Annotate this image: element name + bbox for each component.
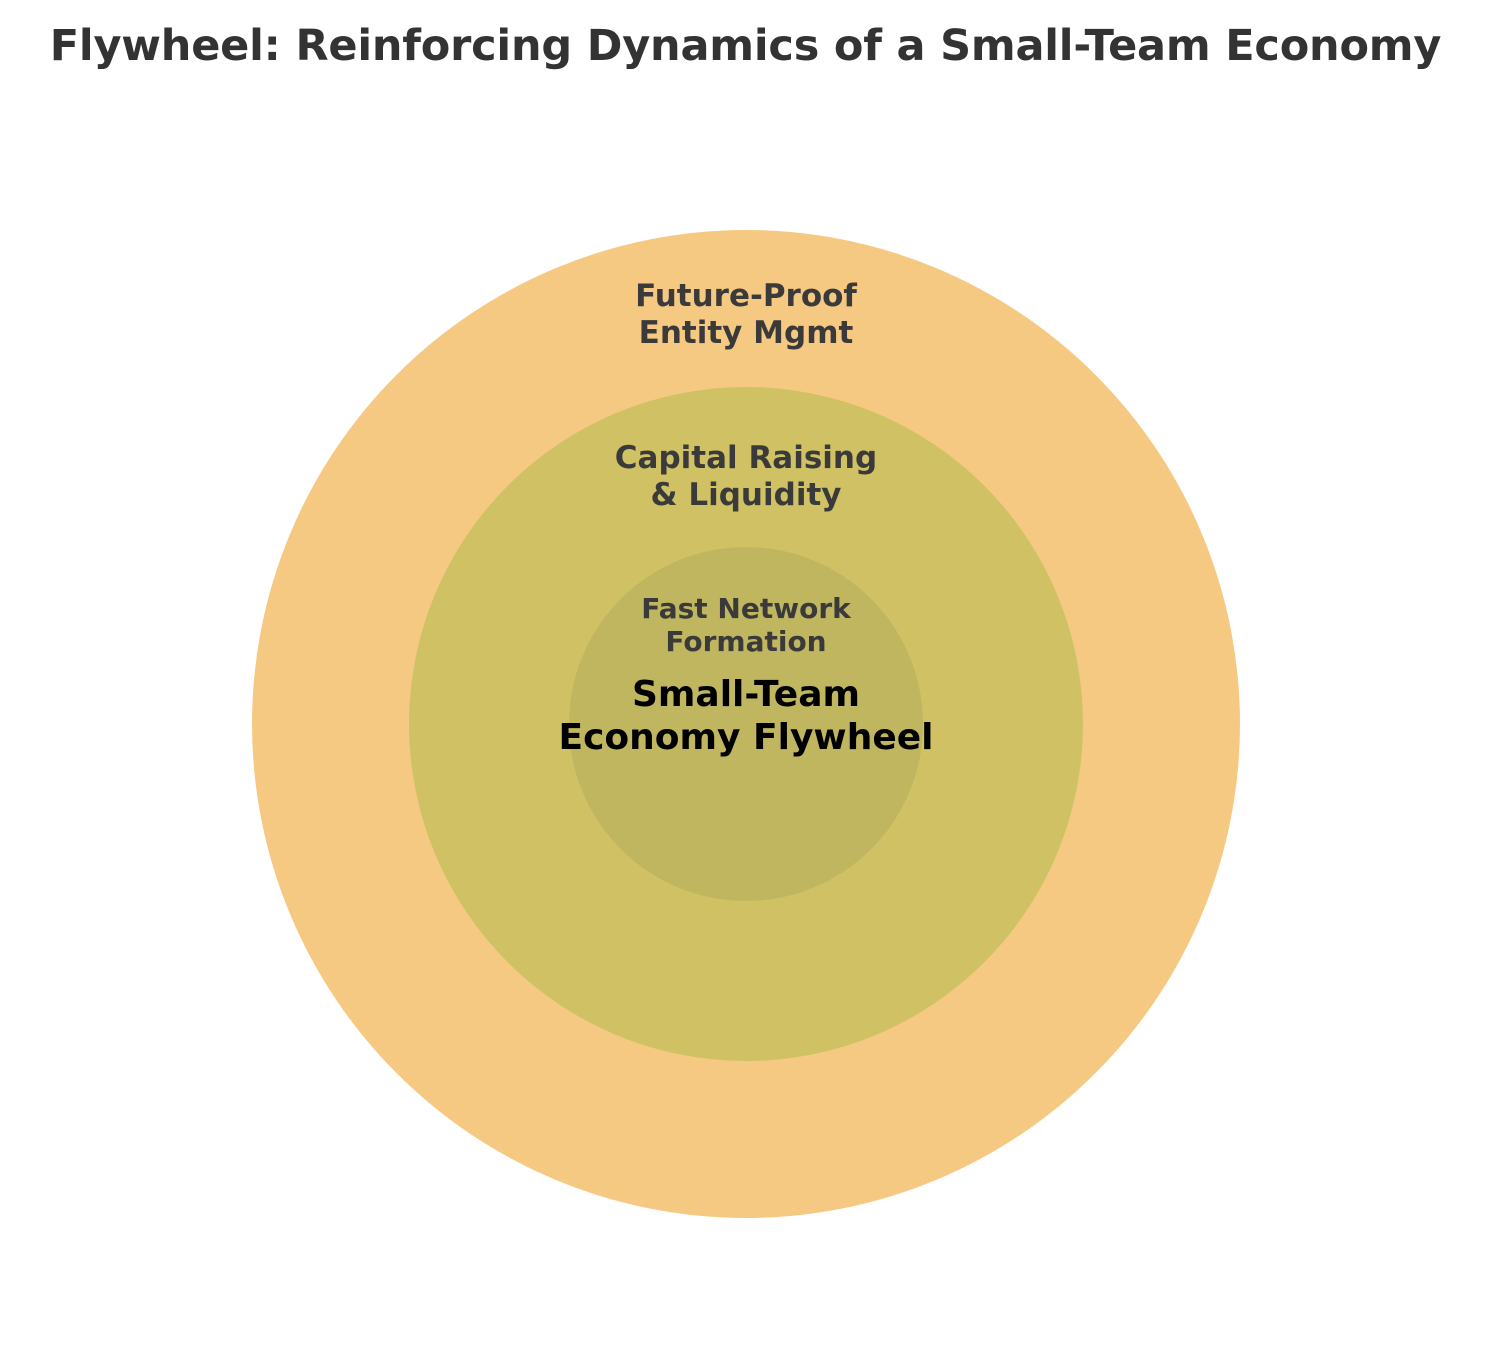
ring-circle-inner: [569, 547, 923, 901]
page-title: Flywheel: Reinforcing Dynamics of a Smal…: [49, 21, 1442, 71]
